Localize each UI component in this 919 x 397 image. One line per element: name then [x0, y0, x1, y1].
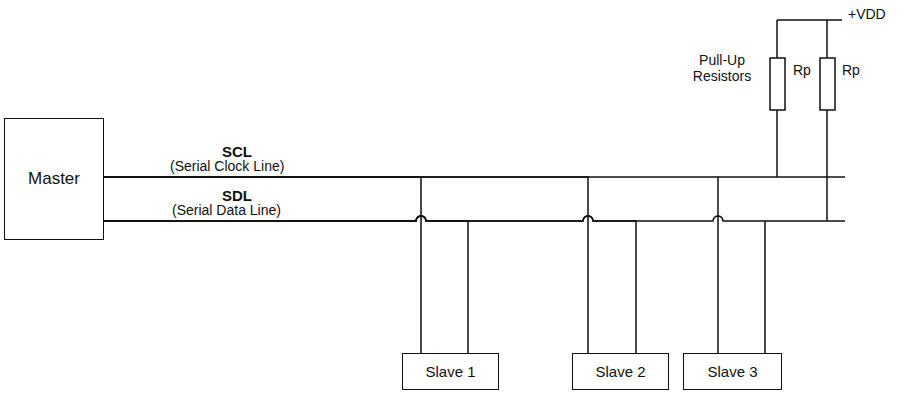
- bus-description: (Serial Clock Line): [170, 158, 284, 174]
- scl-wire: [104, 177, 421, 353]
- pullup-wire: [776, 110, 778, 177]
- scl-bus-line: [718, 176, 845, 178]
- pullup-wire: [776, 20, 778, 58]
- pullup-wire: [826, 20, 828, 58]
- resistor-symbol: [770, 58, 785, 110]
- sdl-wire: [104, 216, 765, 353]
- scl-wire: [104, 177, 718, 353]
- slave-box: Slave 3: [683, 353, 782, 390]
- resistor-symbol: [820, 58, 835, 110]
- sdl-bus-line: [765, 220, 845, 222]
- bus-name: SCL: [222, 143, 252, 160]
- master-box: Master: [4, 118, 104, 240]
- node-label: Slave 1: [425, 363, 475, 380]
- supply-label: +VDD: [848, 6, 886, 22]
- vdd-rail: [777, 19, 842, 21]
- sdl-wire: [104, 216, 636, 353]
- node-label: Slave 2: [595, 363, 645, 380]
- sdl-wire: [104, 216, 468, 353]
- pullup-wire: [826, 110, 828, 221]
- slave-box: Slave 2: [572, 353, 669, 390]
- slave-box: Slave 1: [402, 353, 499, 390]
- bus-name: SDL: [222, 187, 252, 204]
- node-label: Slave 3: [707, 363, 757, 380]
- component-label: Pull-Up Resistors: [684, 52, 760, 84]
- resistor-label: Rp: [793, 62, 811, 78]
- scl-wire: [104, 177, 588, 353]
- resistor-label: Rp: [842, 62, 860, 78]
- bus-description: (Serial Data Line): [172, 202, 281, 218]
- node-label: Master: [28, 169, 80, 189]
